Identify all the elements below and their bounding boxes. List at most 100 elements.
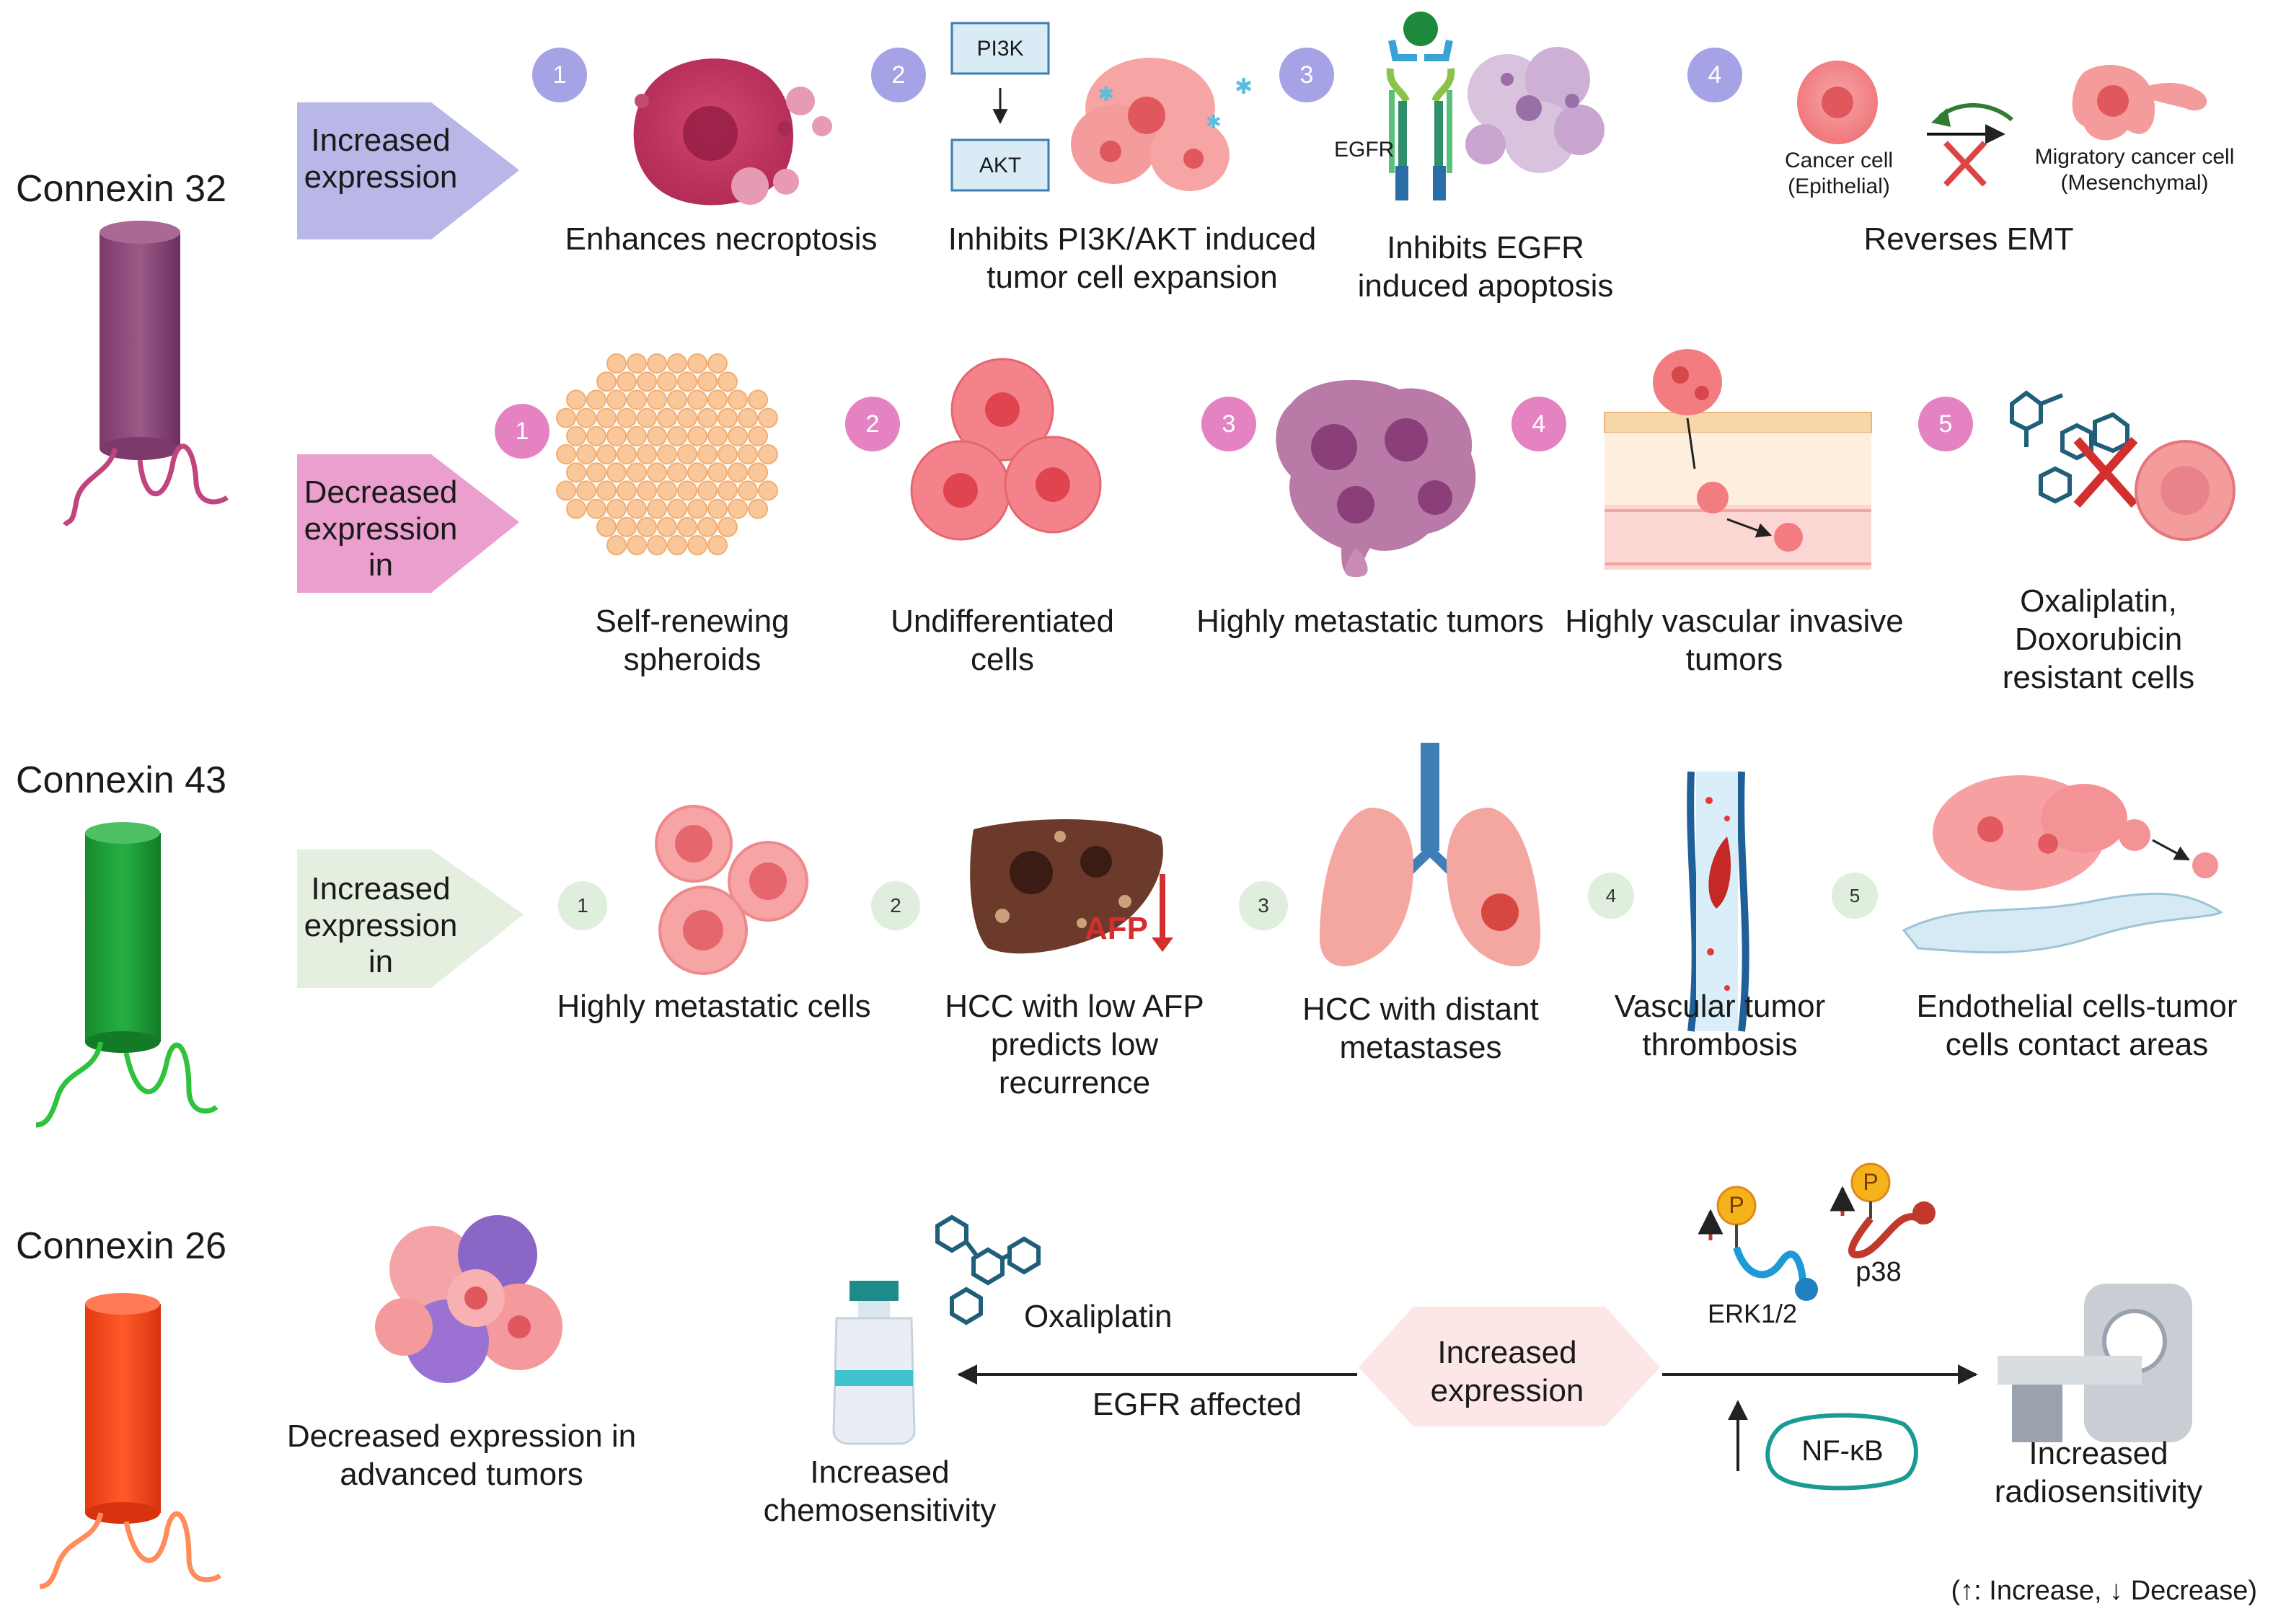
- cx43-badge-1: 1: [558, 881, 607, 930]
- connexin32-title: Connexin 32: [16, 168, 226, 210]
- spheroid-cell: [596, 480, 617, 501]
- spheroid-cell: [697, 444, 718, 464]
- afp-label: AFP: [1085, 911, 1148, 946]
- cx32-increased-arrow: [297, 102, 519, 239]
- spheroid-cell: [728, 462, 748, 483]
- expanding-tumor-cells-icon: ✱ ✱ ✱: [1071, 58, 1253, 191]
- spheroid-cell: [627, 462, 647, 483]
- spheroid-cell: [627, 535, 647, 555]
- metastatic-cells-icon: [655, 805, 808, 975]
- spheroid-cell: [556, 444, 576, 464]
- spheroid-cell: [738, 407, 758, 428]
- spheroid-cell: [596, 516, 617, 537]
- spheroid-cell: [617, 444, 637, 464]
- spheroid-cell: [707, 389, 728, 410]
- spheroid-cell: [566, 389, 586, 410]
- spheroid-cell: [728, 389, 748, 410]
- spheroid-cell: [758, 444, 778, 464]
- cx32-inc-badge-1: 1: [532, 48, 587, 102]
- caption-hcc-distant-metastases: HCC with distant metastases: [1302, 992, 1539, 1065]
- blood-vessel-thrombus-icon: [1687, 771, 1749, 1032]
- spheroid-cell: [677, 371, 697, 392]
- spheroid-cell: [637, 516, 657, 537]
- cx43-increased-arrow: [297, 849, 524, 988]
- spheroid-cell: [707, 535, 728, 555]
- cx32-dec-badge-2: 2: [845, 397, 900, 451]
- spheroid-cell: [697, 371, 718, 392]
- caption-self-renewing-spheroids: Self-renewing spheroids: [595, 604, 790, 677]
- spheroid-cell: [647, 353, 667, 374]
- spheroid-cell: [606, 498, 627, 519]
- caption-hcc-low-afp: HCC with low AFP predicts low recurrence: [945, 989, 1204, 1100]
- spheroid-cell: [677, 480, 697, 501]
- spheroid-cell: [596, 407, 617, 428]
- spheroid-cell: [606, 535, 627, 555]
- egfr-affected-label: EGFR affected: [1092, 1387, 1302, 1422]
- spheroid-cell: [758, 480, 778, 501]
- caption-pi3k-akt: Inhibits PI3K/AKT induced tumor cell exp…: [948, 221, 1317, 295]
- spheroid-cell: [687, 389, 707, 410]
- emt-reversal-icon: [1797, 61, 2207, 187]
- spheroid-cell: [748, 389, 768, 410]
- p38-label: p38: [1855, 1257, 1902, 1287]
- cx32-inc-badge-3: 3: [1279, 48, 1334, 102]
- spheroid-cell: [718, 444, 738, 464]
- spheroid-cell: [657, 444, 677, 464]
- spheroid-cell: [677, 444, 697, 464]
- spheroid-cell: [596, 444, 617, 464]
- spheroid-cell: [586, 498, 606, 519]
- spheroid-cell: [576, 480, 596, 501]
- spheroid-cell: [637, 480, 657, 501]
- egfr-receptor-icon: [1386, 12, 1455, 200]
- spheroid-cell: [586, 425, 606, 446]
- spheroid-cell: [657, 480, 677, 501]
- spheroid-cell: [758, 407, 778, 428]
- spheroid-cell: [627, 498, 647, 519]
- cx32-increased-label: Increased expression: [304, 123, 458, 195]
- svg-text:✱: ✱: [1206, 112, 1222, 133]
- spheroid-cell: [718, 480, 738, 501]
- spheroid-cell: [687, 462, 707, 483]
- cx26-increased-expression-label: Increased expression: [1430, 1335, 1584, 1408]
- spheroid-cell: [627, 389, 647, 410]
- vascular-invasion-icon: [1604, 349, 1872, 570]
- spheroid-cell: [617, 480, 637, 501]
- p38-phospho-label: P: [1863, 1169, 1879, 1195]
- spheroid-cell: [596, 371, 617, 392]
- spheroid-cell: [556, 407, 576, 428]
- caption-endothelial-contact: Endothelial cells-tumor cells contact ar…: [1916, 989, 2238, 1062]
- spheroid-cell: [576, 444, 596, 464]
- cx43-badge-2: 2: [871, 881, 920, 930]
- caption-drug-resistant: Oxaliplatin, Doxorubicin resistant cells: [2002, 583, 2195, 695]
- connexin32-channel-icon: [63, 221, 229, 527]
- oxaliplatin-molecule-icon: [935, 1214, 1041, 1325]
- undifferentiated-cells-icon: [910, 358, 1102, 541]
- connexin26-channel-icon: [39, 1293, 221, 1589]
- spheroid-cell: [566, 498, 586, 519]
- spheroid-cell: [647, 498, 667, 519]
- spheroid-cell: [687, 535, 707, 555]
- spheroid-cell: [687, 425, 707, 446]
- caption-highly-metastatic-cells: Highly metastatic cells: [557, 989, 871, 1024]
- advanced-tumor-icon: [375, 1215, 562, 1383]
- cx32-inc-badge-2: 2: [871, 48, 926, 102]
- drug-vial-icon: [832, 1281, 916, 1445]
- caption-reverses-emt: Reverses EMT: [1863, 221, 2074, 257]
- spheroid-cell: [657, 407, 677, 428]
- cx32-dec-badge-3: 3: [1201, 397, 1256, 451]
- spheroid-cell: [707, 498, 728, 519]
- spheroid-cell: [606, 462, 627, 483]
- erk-label: ERK1/2: [1707, 1299, 1798, 1328]
- spheroid-cell: [586, 389, 606, 410]
- caption-undifferentiated-cells: Undifferentiated cells: [891, 604, 1114, 677]
- spheroid-cell: [748, 425, 768, 446]
- akt-box-label: AKT: [979, 154, 1022, 177]
- spheroid-cell: [637, 407, 657, 428]
- cx32-dec-badge-1: 1: [495, 404, 550, 459]
- spheroid-cell: [617, 516, 637, 537]
- lungs-icon: [1320, 743, 1540, 966]
- nfkb-outline: [1765, 1413, 1918, 1491]
- spheroid-cell: [586, 462, 606, 483]
- caption-egfr-apoptosis: Inhibits EGFR induced apoptosis: [1357, 230, 1614, 304]
